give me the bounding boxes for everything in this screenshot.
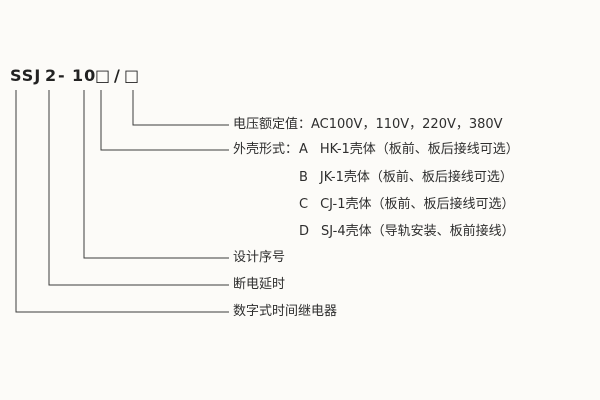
case-option-letter: D: [299, 224, 310, 239]
case-option-desc: SJ-4壳体（导轨安装、板前接线）: [321, 224, 515, 239]
case-option-desc: JK-1壳体（板前、板后接线可选）: [319, 170, 513, 185]
line-product: [15, 90, 229, 313]
model-segment-slash: /: [114, 66, 121, 85]
product-type-label: 数字式时间继电器: [233, 304, 338, 319]
voltage-rating-label: 电压额定值：AC100V，110V，220V，380V: [233, 117, 503, 132]
line-voltage: [132, 90, 229, 126]
model-segment-case-box: □: [95, 66, 112, 85]
case-type-row-b: B JK-1壳体（板前、板后接线可选）: [299, 170, 513, 186]
power-off-delay-label: 断电延时: [233, 277, 286, 292]
case-option-letter: A: [299, 142, 308, 157]
case-option-letter: B: [299, 170, 308, 185]
case-type-row-d: D SJ-4壳体（导轨安装、板前接线）: [299, 224, 515, 240]
line-delay: [48, 90, 229, 286]
model-segment-dash: -: [58, 66, 66, 85]
model-segment-serial: 10: [72, 66, 97, 85]
line-case-type: [100, 90, 229, 151]
model-segment-series: SSJ: [10, 66, 42, 85]
model-segment-delay-code: 2: [45, 66, 58, 85]
case-type-prefix: 外壳形式：: [233, 142, 299, 157]
line-design-serial: [83, 90, 229, 259]
model-segment-voltage-box: □: [124, 66, 141, 85]
design-serial-label: 设计序号: [233, 250, 286, 265]
case-option-desc: CJ-1壳体（板前、板后接线可选）: [320, 197, 515, 212]
case-type-row-c: C CJ-1壳体（板前、板后接线可选）: [299, 197, 515, 213]
case-type-row-a: 外壳形式：A HK-1壳体（板前、板后接线可选）: [233, 142, 519, 158]
case-option-letter: C: [299, 197, 309, 212]
case-option-desc: HK-1壳体（板前、板后接线可选）: [319, 142, 519, 157]
